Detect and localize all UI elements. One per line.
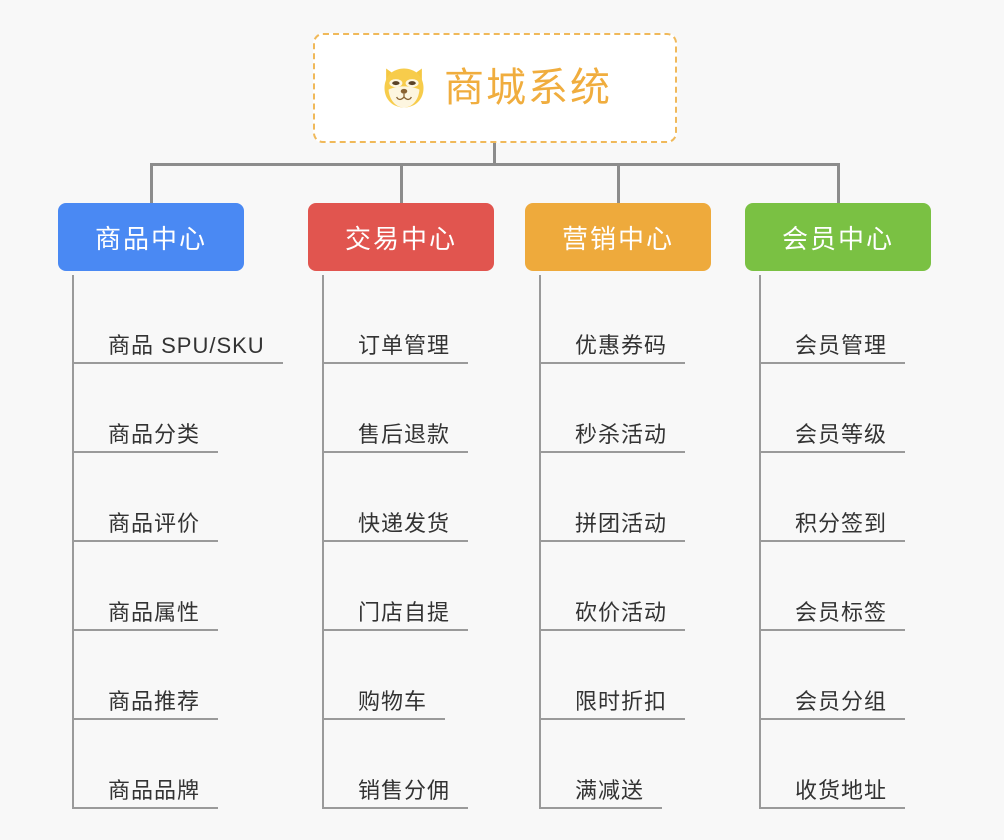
leaf-item[interactable]: 拼团活动	[541, 453, 757, 542]
connector-drop-1	[150, 163, 153, 205]
branch-column-product: 商品中心 商品 SPU/SKU 商品分类 商品评价 商品属性 商品推荐 商品品牌	[58, 203, 290, 809]
branch-column-marketing: 营销中心 优惠券码 秒杀活动 拼团活动 砍价活动 限时折扣 满减送	[525, 203, 757, 809]
leaf-list-trade: 订单管理 售后退款 快递发货 门店自提 购物车 销售分佣	[322, 275, 540, 809]
branch-column-member: 会员中心 会员管理 会员等级 积分签到 会员标签 会员分组 收货地址	[745, 203, 977, 809]
category-label: 营销中心	[561, 223, 674, 254]
leaf-label: 快递发货	[358, 510, 451, 536]
leaf-item[interactable]: 会员标签	[761, 542, 977, 631]
leaf-label: 商品评价	[108, 510, 201, 536]
category-header-product[interactable]: 商品中心	[58, 203, 244, 271]
leaf-item[interactable]: 砍价活动	[541, 542, 757, 631]
leaf-label: 订单管理	[358, 332, 451, 358]
leaf-item[interactable]: 商品推荐	[74, 631, 290, 720]
leaf-label: 限时折扣	[575, 688, 668, 714]
category-label: 商品中心	[94, 223, 207, 254]
leaf-list-member: 会员管理 会员等级 积分签到 会员标签 会员分组 收货地址	[759, 275, 977, 809]
leaf-item[interactable]: 购物车	[324, 631, 540, 720]
leaf-label: 砍价活动	[575, 599, 668, 625]
leaf-label: 会员分组	[795, 688, 888, 714]
leaf-item[interactable]: 商品分类	[74, 364, 290, 453]
leaf-label: 商品分类	[108, 421, 201, 447]
category-header-member[interactable]: 会员中心	[745, 203, 931, 271]
root-title: 商城系统	[444, 66, 612, 110]
leaf-item[interactable]: 商品属性	[74, 542, 290, 631]
leaf-label: 积分签到	[795, 510, 888, 536]
leaf-item[interactable]: 限时折扣	[541, 631, 757, 720]
leaf-item[interactable]: 销售分佣	[324, 720, 540, 809]
leaf-item[interactable]: 满减送	[541, 720, 757, 809]
root-node[interactable]: 商城系统	[313, 33, 677, 143]
leaf-item[interactable]: 快递发货	[324, 453, 540, 542]
leaf-label: 商品属性	[108, 599, 201, 625]
leaf-item[interactable]: 收货地址	[761, 720, 977, 809]
leaf-item[interactable]: 商品评价	[74, 453, 290, 542]
shiba-dog-icon	[384, 68, 424, 108]
leaf-item[interactable]: 会员分组	[761, 631, 977, 720]
leaf-item[interactable]: 优惠券码	[541, 275, 757, 364]
leaf-label: 会员等级	[795, 421, 888, 447]
connector-root-stem	[493, 143, 496, 165]
category-label: 会员中心	[781, 223, 894, 254]
leaf-item[interactable]: 订单管理	[324, 275, 540, 364]
leaf-label: 门店自提	[358, 599, 451, 625]
leaf-label: 会员标签	[795, 599, 888, 625]
leaf-label: 购物车	[358, 688, 428, 714]
branch-column-trade: 交易中心 订单管理 售后退款 快递发货 门店自提 购物车 销售分佣	[308, 203, 540, 809]
category-header-marketing[interactable]: 营销中心	[525, 203, 711, 271]
leaf-list-product: 商品 SPU/SKU 商品分类 商品评价 商品属性 商品推荐 商品品牌	[72, 275, 290, 809]
leaf-label: 优惠券码	[575, 332, 668, 358]
category-label: 交易中心	[344, 223, 457, 254]
leaf-label: 售后退款	[358, 421, 451, 447]
leaf-label: 商品 SPU/SKU	[108, 332, 265, 358]
leaf-label: 商品品牌	[108, 777, 201, 803]
leaf-item[interactable]: 门店自提	[324, 542, 540, 631]
leaf-label: 满减送	[575, 777, 645, 803]
category-header-trade[interactable]: 交易中心	[308, 203, 494, 271]
leaf-item[interactable]: 会员管理	[761, 275, 977, 364]
leaf-list-marketing: 优惠券码 秒杀活动 拼团活动 砍价活动 限时折扣 满减送	[539, 275, 757, 809]
connector-drop-4	[837, 163, 840, 205]
leaf-item[interactable]: 会员等级	[761, 364, 977, 453]
leaf-label: 会员管理	[795, 332, 888, 358]
leaf-item[interactable]: 商品品牌	[74, 720, 290, 809]
connector-horizontal-bus	[150, 163, 840, 166]
leaf-item[interactable]: 售后退款	[324, 364, 540, 453]
leaf-label: 商品推荐	[108, 688, 201, 714]
leaf-label: 收货地址	[795, 777, 888, 803]
leaf-item[interactable]: 商品 SPU/SKU	[74, 275, 290, 364]
leaf-label: 拼团活动	[575, 510, 668, 536]
connector-drop-2	[400, 163, 403, 205]
leaf-label: 秒杀活动	[575, 421, 668, 447]
leaf-item[interactable]: 积分签到	[761, 453, 977, 542]
leaf-item[interactable]: 秒杀活动	[541, 364, 757, 453]
connector-drop-3	[617, 163, 620, 205]
leaf-label: 销售分佣	[358, 777, 451, 803]
